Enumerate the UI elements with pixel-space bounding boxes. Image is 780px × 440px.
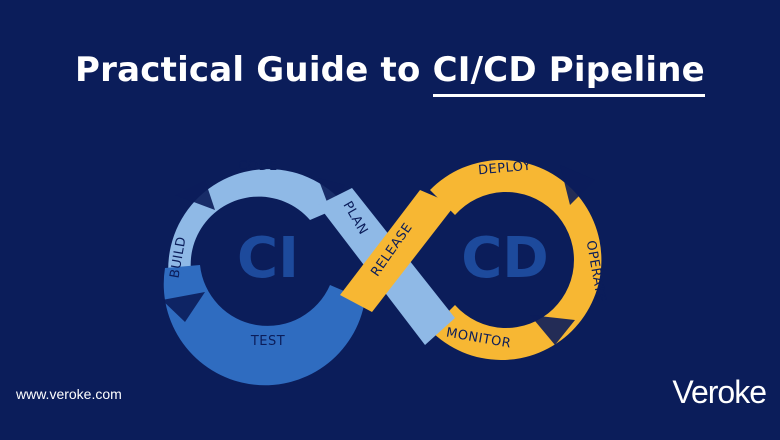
- stage-label-build: BUILD: [168, 235, 190, 279]
- stage-label-deploy: DEPLOY: [477, 159, 531, 179]
- ci-ring-test-segment: [163, 265, 365, 386]
- ci-arrow-build-code: [175, 180, 215, 210]
- website-url[interactable]: www.veroke.com: [16, 386, 122, 402]
- title-part-1: Practical Guide to: [75, 50, 433, 90]
- cd-arrow-deploy-operate: [560, 165, 595, 205]
- cd-ring-segment: [430, 160, 602, 360]
- cd-ring: [430, 160, 602, 360]
- cd-arrow-operate-monitor: [530, 315, 575, 345]
- title-part-2-underlined: CI/CD Pipeline: [432, 50, 705, 97]
- page-title: Practical Guide to CI/CD Pipeline: [0, 50, 780, 97]
- cd-center-label: CD: [461, 226, 549, 291]
- stage-label-test: TEST: [250, 334, 285, 349]
- brand-logo: Veroke: [672, 374, 767, 410]
- ci-arrow-build-test: [162, 292, 205, 322]
- stage-label-code: CODE: [238, 159, 278, 174]
- ci-center-label: CI: [237, 226, 299, 291]
- ci-ring: [162, 169, 365, 386]
- ci-arrow-code-plan: [318, 178, 345, 210]
- release-band: [340, 190, 455, 312]
